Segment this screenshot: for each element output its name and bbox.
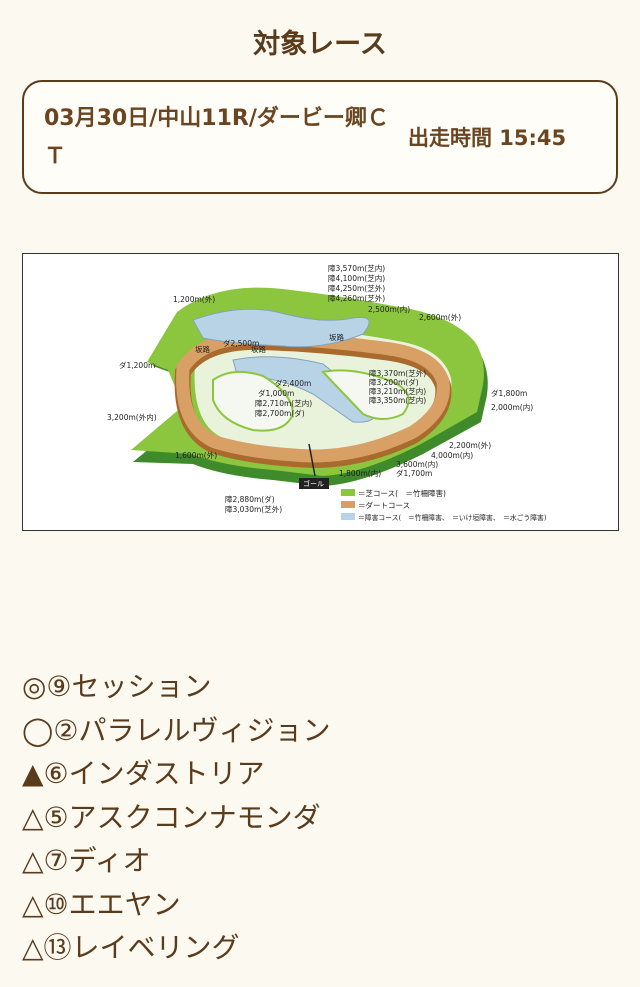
list-item: ▲⑥インダストリア [22, 752, 330, 796]
label-d1600: 1,600m(外) [175, 450, 217, 460]
label-d2000: 2,000m(内) [491, 402, 533, 412]
list-item: △⑩エエヤン [22, 883, 330, 927]
label-dg1200: ダ1,200m [119, 360, 155, 370]
label-d1800: 1,800m(内) [339, 468, 381, 478]
label-slope2: 坂路 [251, 344, 266, 354]
jump-course-loop [212, 370, 295, 432]
label-j3210: 障3,210m(芝内) [369, 386, 426, 396]
list-item: △⑦ディオ [22, 839, 330, 883]
goal-label-bg [299, 478, 329, 489]
pick-text: ▲⑥インダストリア [22, 757, 265, 790]
course-map: ゴール 障3,570m(芝内) 障4,100m(芝内) 障4,250m(芝外) … [22, 253, 619, 531]
label-d2500in: 2,500m(内) [368, 304, 410, 314]
list-item: ◎⑨セッション [22, 665, 330, 709]
pick-text: ◯②パラレルヴィジョン [22, 713, 331, 747]
pick-text: △⑬レイベリング [22, 931, 240, 964]
legend-dirt: ＝ダートコース [358, 500, 410, 510]
legend-turf: ＝芝コース( ＝竹柵障害) [358, 488, 446, 498]
label-j3350: 障3,350m(芝内) [369, 395, 426, 405]
legend-jump-swatch [341, 513, 355, 520]
pick-text: △⑤アスクコンナモンダ [22, 800, 321, 834]
race-start-time: 出走時間 15:45 [408, 126, 567, 150]
jump-course-loop2 [321, 369, 410, 420]
race-info-box: 03月30日/中山11R/ダービー卿ＣＴ 出走時間 15:45 [22, 80, 618, 194]
label-d4250: 障4,250m(芝外) [328, 283, 385, 293]
label-j3200: 障3,200m(ダ) [369, 377, 419, 387]
label-d3600: 3,600m(内) [396, 459, 438, 469]
label-d1200: 1,200m(外) [173, 294, 215, 304]
label-slope1: 坂路 [195, 344, 210, 354]
pick-text: △⑦ディオ [22, 844, 151, 877]
label-j2710: 障2,710m(芝内) [255, 398, 312, 408]
label-j3370: 障3,370m(芝外) [369, 368, 426, 378]
legend-jump: ＝障害コース( ＝竹柵障害、 ＝いけ垣障害、 ＝水ごう障害) [358, 513, 547, 522]
goal-label: ゴール [303, 479, 324, 488]
list-item: △⑬レイベリング [22, 926, 330, 970]
label-d4000: 4,000m(内) [431, 450, 473, 460]
label-d1000: ダ1,000m [258, 388, 294, 398]
label-d2400: ダ2,400m [275, 378, 311, 388]
label-d4100: 障4,100m(芝内) [328, 273, 385, 283]
jump-course [192, 308, 370, 348]
list-item: △⑤アスクコンナモンダ [22, 796, 330, 840]
label-d4260: 障4,260m(芝外) [328, 293, 385, 303]
course-map-svg: ゴール 障3,570m(芝内) 障4,100m(芝内) 障4,250m(芝外) … [107, 263, 547, 522]
label-j3030: 障3,030m(芝外) [225, 504, 282, 514]
list-item: ◯②パラレルヴィジョン [22, 709, 330, 753]
goal-line [308, 443, 316, 477]
label-dg1700: ダ1,700m [396, 468, 432, 478]
legend-turf-swatch [341, 489, 355, 496]
race-name: 03月30日/中山11R/ダービー卿ＣＴ [44, 106, 389, 169]
label-dg1800: ダ1,800m [491, 388, 527, 398]
label-d3570: 障3,570m(芝内) [328, 263, 385, 273]
label-d2600: 2,600m(外) [419, 312, 461, 322]
page-title: 対象レース [253, 29, 387, 60]
prediction-list: ◎⑨セッション ◯②パラレルヴィジョン ▲⑥インダストリア △⑤アスクコンナモン… [22, 665, 330, 970]
label-j2700: 障2,700m(ダ) [255, 408, 305, 418]
label-dg2500: ダ2,500m [223, 338, 259, 348]
pick-text: △⑩エエヤン [22, 887, 181, 921]
label-slope3: 坂路 [329, 332, 344, 342]
label-d2200: 2,200m(外) [449, 440, 491, 450]
legend-dirt-swatch [341, 501, 355, 508]
label-d3200out: 3,200m(外内) [107, 412, 157, 422]
label-j2880: 障2,880m(ダ) [225, 494, 275, 504]
pick-text: ◎⑨セッション [22, 670, 212, 703]
